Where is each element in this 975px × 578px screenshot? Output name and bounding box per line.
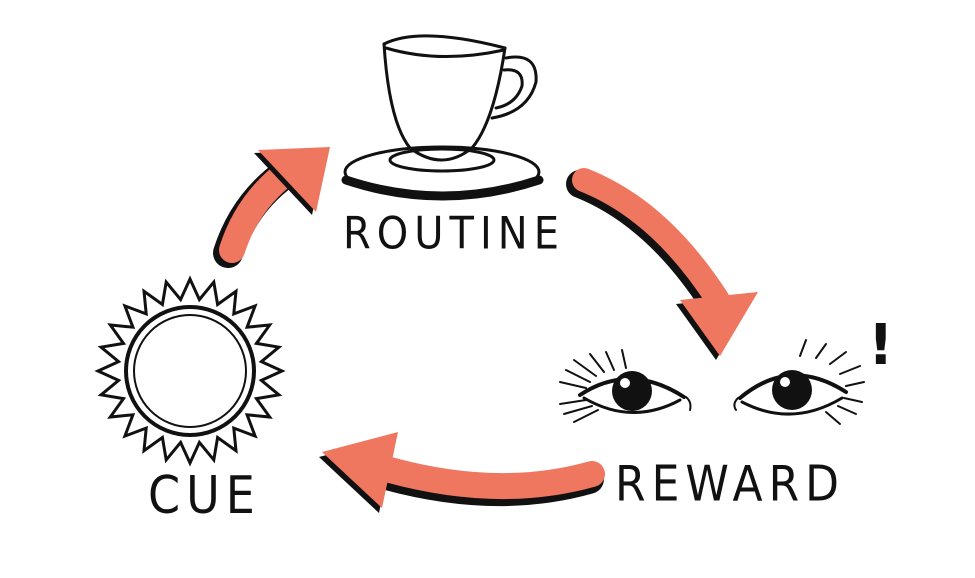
eyes-icon	[559, 339, 865, 425]
cue-label: CUE	[148, 464, 261, 526]
left-eye-icon	[559, 349, 692, 423]
arrow-cue-to-routine	[213, 147, 330, 268]
reward-label: REWARD	[615, 455, 846, 513]
routine-label: ROUTINE	[343, 208, 565, 260]
exclamation-mark: !	[868, 313, 894, 378]
right-eye-icon	[733, 339, 865, 425]
sun-icon	[94, 275, 286, 467]
teacup-icon	[341, 34, 544, 201]
arrow-reward-to-cue	[319, 432, 605, 513]
arrow-routine-to-reward	[566, 168, 758, 360]
